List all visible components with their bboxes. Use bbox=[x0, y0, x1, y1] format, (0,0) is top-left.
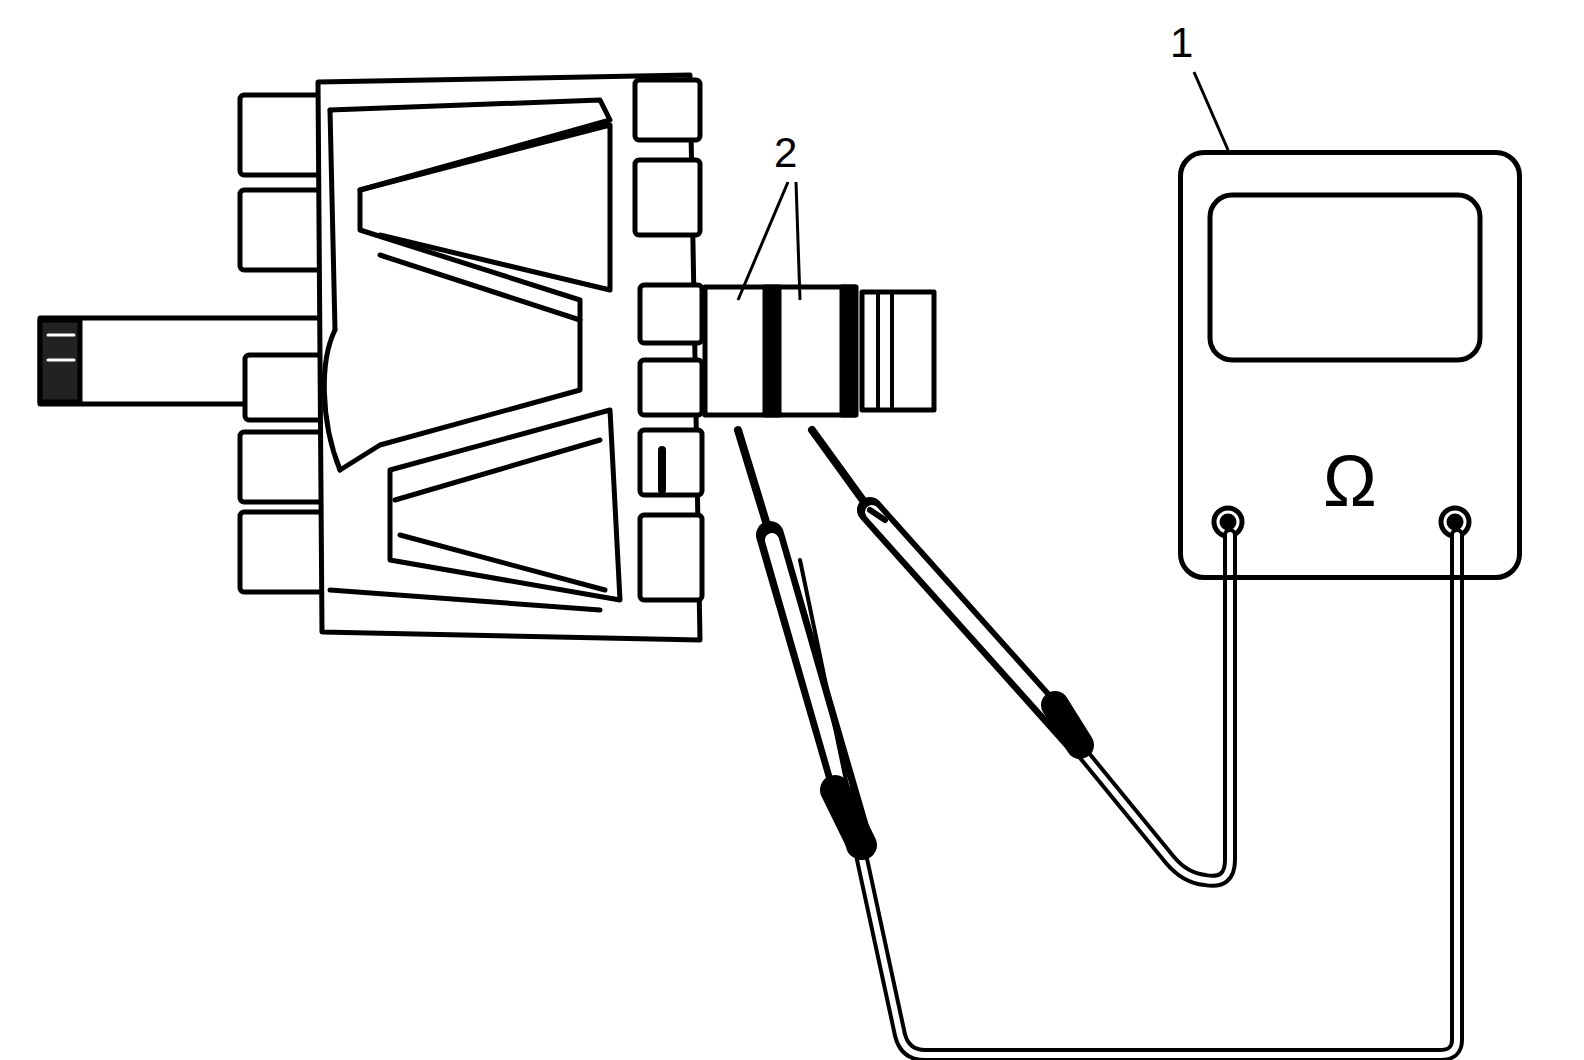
callout-number: 1 bbox=[1170, 22, 1193, 64]
leader-line bbox=[1194, 72, 1228, 150]
ohm-symbol: Ω bbox=[1183, 445, 1517, 517]
leader-line bbox=[738, 182, 788, 300]
ohmmeter: Ω bbox=[1178, 150, 1522, 580]
leader-line bbox=[796, 182, 800, 300]
slip-rings bbox=[705, 287, 855, 415]
shaft-end bbox=[40, 320, 80, 402]
meter-display bbox=[1210, 195, 1480, 360]
callout-number: 2 bbox=[774, 132, 797, 174]
